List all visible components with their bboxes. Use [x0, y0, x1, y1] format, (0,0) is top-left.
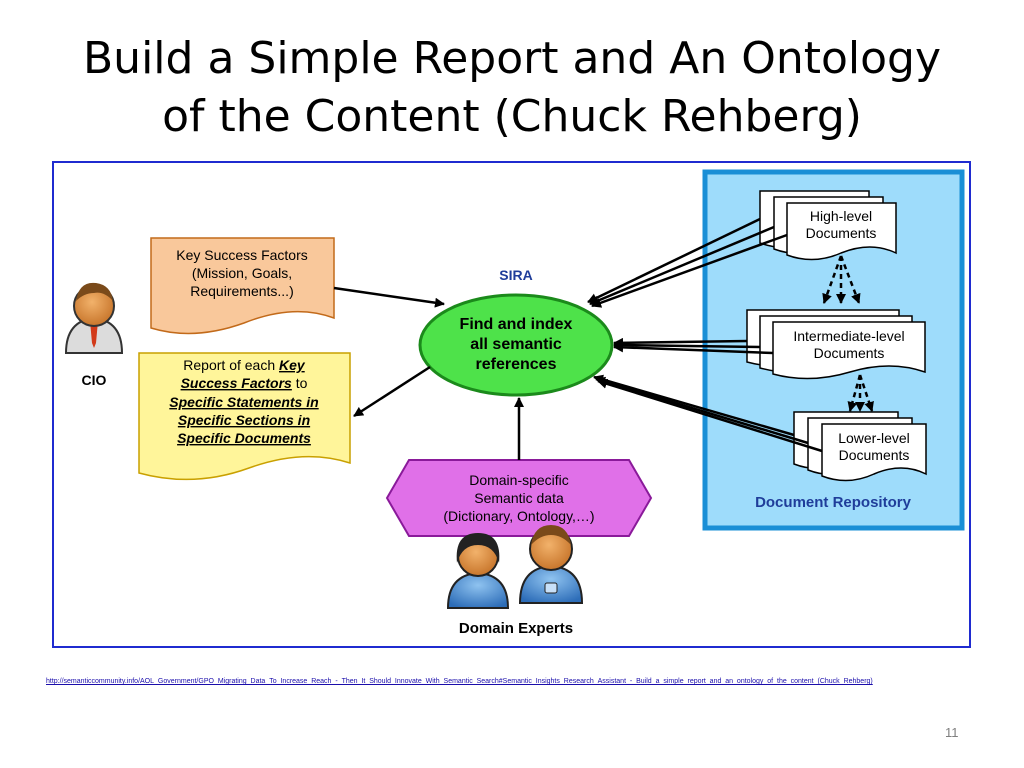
arrow-high-to-sira-2: [589, 225, 775, 306]
ksf-line2: (Mission, Goals,: [192, 265, 292, 281]
ksf-line3: Requirements...): [190, 283, 293, 299]
sira-line2: all semantic: [470, 336, 562, 353]
arrow-high-to-sira-1: [587, 217, 761, 304]
report-box: Report of each Key Success Factors to Sp…: [138, 352, 351, 481]
domain-line1: Domain-specific: [469, 472, 569, 488]
domain-data-hexagon: Domain-specific Semantic data (Dictionar…: [385, 459, 653, 537]
arrow-lower-to-sira-1: [593, 374, 795, 437]
hierarchy-arrows: [822, 255, 874, 412]
page-number: 11: [945, 725, 959, 740]
arrow-lower-to-sira-2: [595, 376, 809, 445]
svg-text:Report of each Key: Report of each Key: [183, 357, 306, 373]
key-success-factors-box: Key Success Factors (Mission, Goals, Req…: [150, 237, 335, 335]
arrow-intermediate-to-sira-1: [613, 337, 748, 348]
intermediate-level-documents: Intermediate-level Documents: [746, 309, 926, 380]
intermediate-level-line2: Documents: [814, 345, 885, 361]
domain-line2: Semantic data: [474, 490, 564, 506]
ksf-line1: Key Success Factors: [176, 247, 308, 263]
domain-expert-female-icon: [446, 533, 510, 609]
sira-label: SIRA: [499, 267, 532, 283]
report-line5: Specific Documents: [177, 430, 311, 446]
report-line1-em: Key: [279, 357, 306, 373]
diagram-frame: Document Repository High-level Documents…: [52, 161, 971, 648]
report-line2-em: Success Factors: [181, 375, 292, 391]
domain-line3: (Dictionary, Ontology,…): [443, 508, 594, 524]
arrow-intermediate-to-sira-3: [613, 342, 774, 355]
arrow-ksf-to-sira: [333, 286, 445, 308]
flow-arrows: [333, 217, 823, 460]
sira-line3: references: [476, 356, 557, 373]
title-line-1: Build a Simple Report and An Ontology: [83, 33, 941, 84]
svg-text:Success Factors to: Success Factors to: [181, 375, 308, 391]
lower-level-line2: Documents: [839, 447, 910, 463]
lower-level-documents: Lower-level Documents: [793, 411, 927, 482]
report-line2-plain: to: [292, 375, 308, 391]
source-link[interactable]: http://semanticcommunity.info/AOL_Govern…: [46, 678, 873, 685]
arrow-intermediate-to-sira-2: [613, 340, 761, 351]
arrow-high-to-sira-3: [591, 233, 788, 308]
high-level-documents: High-level Documents: [759, 190, 897, 261]
arrow-sira-to-report: [353, 365, 431, 418]
title-line-2: of the Content (Chuck Rehberg): [162, 91, 862, 142]
high-level-line2: Documents: [806, 225, 877, 241]
sira-ellipse: Find and index all semantic references: [418, 293, 614, 397]
intermediate-level-line1: Intermediate-level: [793, 328, 904, 344]
lower-level-line1: Lower-level: [838, 430, 910, 446]
sira-line1: Find and index: [460, 316, 573, 333]
report-line1-plain: Report of each: [183, 357, 279, 373]
diagram-canvas: Document Repository High-level Documents…: [64, 169, 965, 637]
cio-person-icon: [64, 282, 124, 354]
domain-experts-label: Domain Experts: [459, 620, 573, 637]
slide-title: Build a Simple Report and An Ontology of…: [0, 30, 1024, 146]
report-line4: Specific Sections in: [178, 412, 310, 428]
domain-expert-male-icon: [518, 525, 584, 604]
arrow-lower-to-sira-3: [597, 378, 823, 453]
report-line3: Specific Statements in: [169, 394, 318, 410]
cio-label: CIO: [82, 372, 107, 388]
repository-label: Document Repository: [755, 494, 912, 511]
high-level-line1: High-level: [810, 208, 872, 224]
